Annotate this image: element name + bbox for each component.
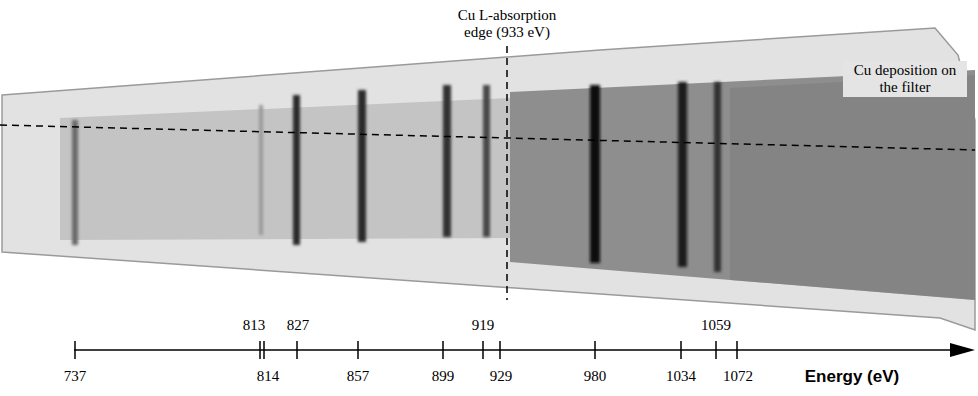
tick-label: 814	[257, 368, 280, 385]
spectral-lines	[72, 82, 721, 272]
tick-label: 899	[432, 368, 455, 385]
tick-label: 980	[584, 368, 607, 385]
dark-region	[730, 75, 975, 300]
tick-label: 737	[64, 368, 87, 385]
edge-marker	[506, 46, 508, 300]
tick-label: 1034	[666, 368, 696, 385]
exposed-band	[60, 98, 510, 240]
deposition-marker	[0, 125, 975, 150]
tick-label: 919	[472, 317, 495, 334]
tick-label: 929	[490, 368, 513, 385]
dark-region	[510, 70, 975, 300]
tick-label: 1059	[701, 317, 731, 334]
deposition-annotation: Cu deposition on the filter	[843, 61, 967, 97]
axis-arrowhead	[950, 343, 975, 357]
tick-label: 1072	[723, 368, 753, 385]
edge-annotation: Cu L-absorption edge (933 eV)	[443, 7, 571, 41]
tick-label: 857	[347, 368, 370, 385]
axis-title: Energy (eV)	[805, 368, 899, 385]
film-sheet	[2, 28, 975, 330]
tick-label: 813	[243, 317, 266, 334]
tick-label: 827	[287, 317, 310, 334]
energy-axis	[74, 341, 952, 359]
